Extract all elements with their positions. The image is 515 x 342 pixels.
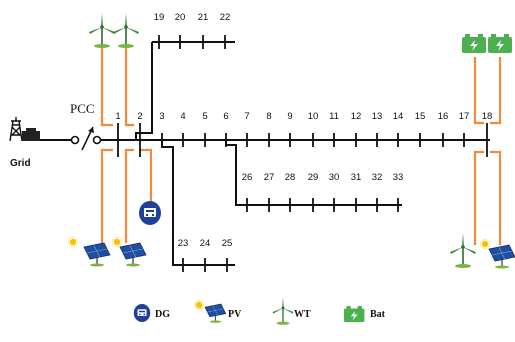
bus-label: 16 bbox=[438, 111, 449, 122]
bus-label: 21 bbox=[198, 12, 209, 23]
bus-label: 8 bbox=[266, 111, 271, 122]
wind-turbine-icon bbox=[112, 12, 140, 49]
solar-panel-icon bbox=[488, 244, 515, 270]
sun-icon bbox=[68, 236, 78, 248]
battery-icon bbox=[462, 34, 486, 53]
bus-label: 30 bbox=[329, 172, 340, 183]
solar-panel-icon bbox=[83, 242, 111, 268]
main-feeder bbox=[38, 126, 490, 151]
bus-label: 18 bbox=[482, 111, 493, 122]
bus-label: 14 bbox=[393, 111, 404, 122]
legend-bat-label: Bat bbox=[370, 309, 386, 320]
bus-label: 9 bbox=[287, 111, 292, 122]
legend-bat-icon bbox=[344, 306, 365, 323]
bus-label: 33 bbox=[393, 172, 404, 183]
bus-label: 22 bbox=[220, 12, 231, 23]
legend-wt-label: WT bbox=[294, 309, 311, 320]
pcc-label: PCC bbox=[70, 101, 95, 116]
bus-label: 3 bbox=[159, 111, 164, 122]
bus-label: 6 bbox=[223, 111, 228, 122]
legend-dg-label: DG bbox=[155, 309, 170, 320]
grid-tower-icon bbox=[9, 117, 40, 142]
battery-icon bbox=[488, 34, 512, 53]
bus-label: 10 bbox=[308, 111, 319, 122]
legend-pv-label: PV bbox=[228, 309, 242, 320]
connector-pv3-bus18 bbox=[490, 150, 502, 245]
bus-label: 24 bbox=[200, 238, 211, 249]
bus-label: 28 bbox=[285, 172, 296, 183]
diesel-generator-icon bbox=[139, 201, 161, 225]
connector-wt2-bus2 bbox=[124, 47, 134, 127]
bus-label: 5 bbox=[202, 111, 207, 122]
legend-wt-icon bbox=[271, 296, 295, 326]
bus-label: 13 bbox=[372, 111, 383, 122]
bus-label: 19 bbox=[154, 12, 165, 23]
legend-pv-icon bbox=[204, 303, 227, 324]
connector-bat2-bus18 bbox=[490, 57, 502, 125]
sun-icon bbox=[479, 238, 491, 250]
bus-label: 15 bbox=[415, 111, 426, 122]
bus-label: 23 bbox=[178, 238, 189, 249]
branch-23-25 bbox=[161, 140, 235, 266]
branch-26-33 bbox=[225, 140, 402, 206]
bus-label: 2 bbox=[137, 111, 142, 122]
bus-label: 31 bbox=[351, 172, 362, 183]
sun-icon bbox=[112, 236, 122, 248]
wind-turbine-icon bbox=[88, 12, 116, 49]
bus-label: 17 bbox=[459, 111, 470, 122]
connector-pv2-bus2 bbox=[124, 148, 134, 243]
bus-label: 1 bbox=[115, 111, 120, 122]
bus-label: 26 bbox=[242, 172, 253, 183]
bus-label: 29 bbox=[308, 172, 319, 183]
connector-pv1-bus1 bbox=[100, 148, 113, 243]
bus-label: 12 bbox=[351, 111, 362, 122]
connector-dg-bus2 bbox=[140, 148, 153, 203]
connector-wt1-bus1 bbox=[100, 47, 113, 127]
bus-label: 27 bbox=[264, 172, 275, 183]
bus-label: 20 bbox=[175, 12, 186, 23]
solar-panel-icon bbox=[119, 242, 147, 268]
legend: DG PV WT Bat bbox=[133, 296, 386, 326]
bus-label: 11 bbox=[329, 111, 339, 122]
bus-label: 25 bbox=[222, 238, 233, 249]
legend-sun-icon bbox=[193, 299, 205, 311]
bus-label: 7 bbox=[244, 111, 249, 122]
der-connectors bbox=[100, 47, 502, 245]
branch-19-22 bbox=[135, 41, 235, 140]
grid-label: Grid bbox=[10, 158, 31, 169]
bus-label: 32 bbox=[372, 172, 383, 183]
connector-bat1-bus18 bbox=[473, 57, 484, 125]
bus-label: 4 bbox=[180, 111, 185, 122]
wind-turbine-icon bbox=[449, 232, 477, 269]
legend-dg-icon bbox=[133, 304, 151, 322]
connector-wt3-bus18 bbox=[473, 150, 484, 245]
